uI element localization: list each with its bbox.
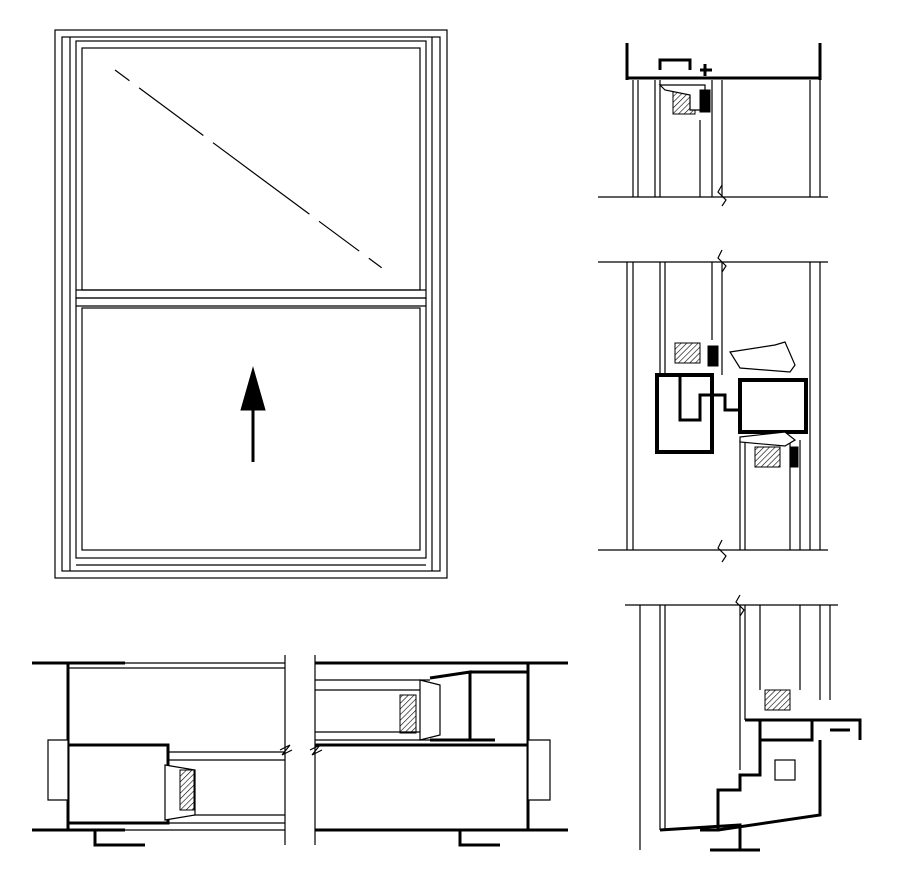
sill-section: [625, 594, 862, 852]
jamb-section: [32, 655, 568, 847]
window-elevation: [54, 29, 448, 579]
arrow-up-icon: [240, 366, 266, 462]
glass-reflection-line: [114, 69, 383, 269]
meeting-rail-section: [598, 249, 828, 563]
head-section: [598, 43, 828, 207]
